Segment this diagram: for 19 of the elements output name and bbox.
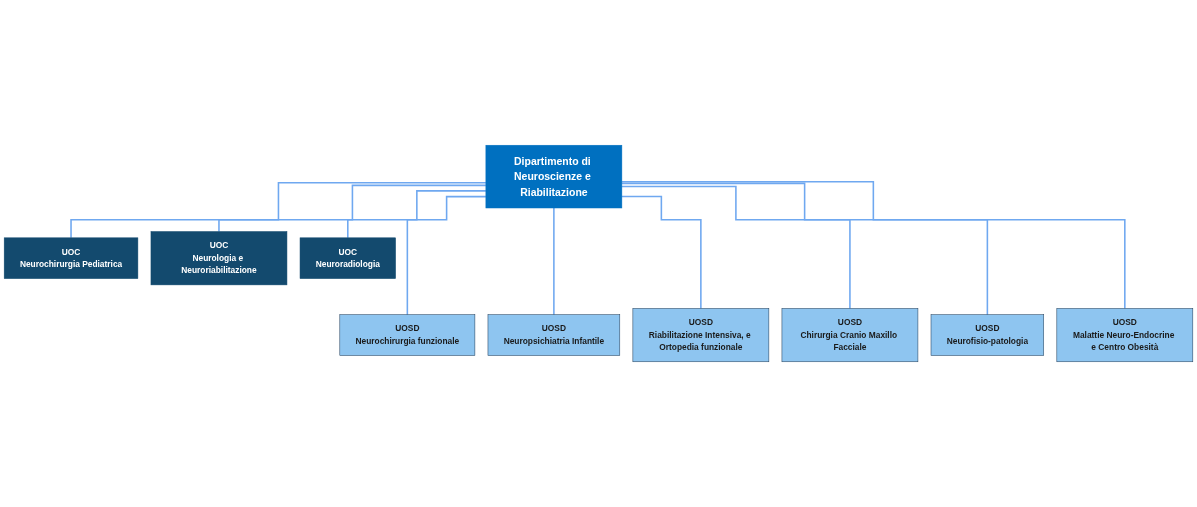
connector xyxy=(621,195,702,310)
node-box: UOC Neuroradiologia xyxy=(299,237,396,279)
node-box: UOSD Riabilitazione Intensiva, e Ortopedia funzionale xyxy=(632,308,770,363)
node-box: UOSD Malattie Neuro-Endocrine e Centro Obesità xyxy=(1056,308,1194,363)
node-box: UOSD Neurofisio-patologia xyxy=(930,314,1044,356)
node-box: UOSD Neurochirurgia funzionale xyxy=(339,314,476,356)
connector xyxy=(621,182,989,316)
connector xyxy=(553,207,555,316)
node-box: UOSD Chirurgia Cranio Maxillo Facciale xyxy=(781,308,919,363)
node-box: UOSD Neuropsichiatria Infantile xyxy=(487,314,621,356)
connector xyxy=(218,184,487,233)
connector xyxy=(621,185,851,310)
connector xyxy=(70,181,487,239)
connector xyxy=(347,190,487,239)
connector xyxy=(406,195,487,316)
connector xyxy=(621,180,1126,310)
node-box: Dipartimento di Neuroscienze e Riabilitazione xyxy=(485,144,623,209)
node-box: UOC Neurochirurgia Pediatrica xyxy=(3,237,139,279)
node-box: UOC Neurologia e Neuroriabilitazione xyxy=(150,231,288,286)
